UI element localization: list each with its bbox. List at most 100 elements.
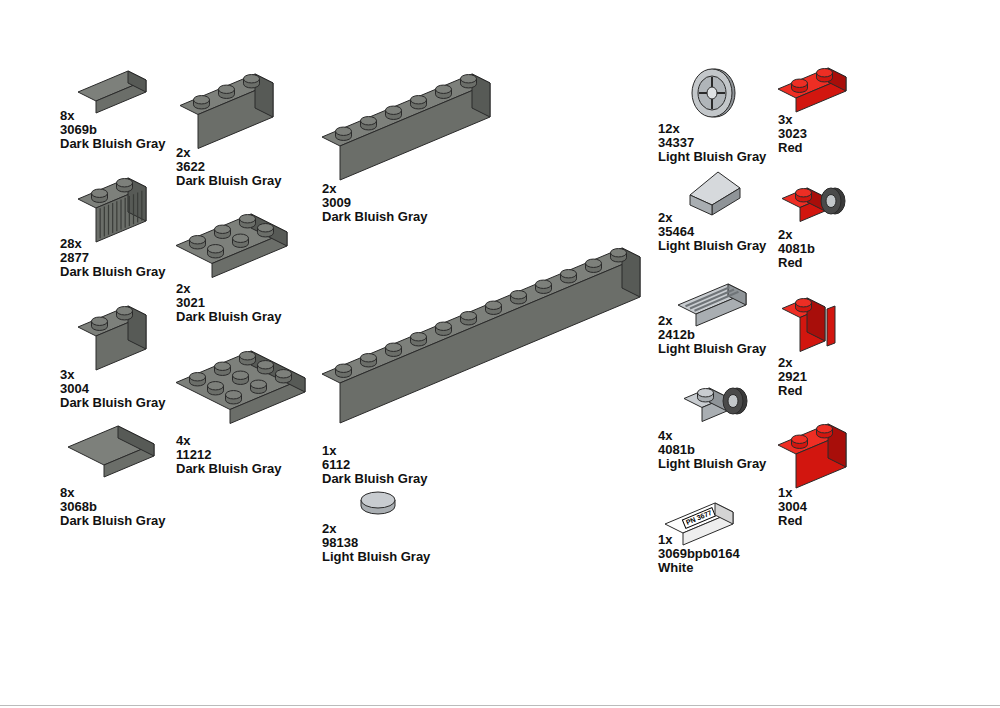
stud-top bbox=[386, 106, 402, 114]
part-number: 11212 bbox=[176, 448, 211, 462]
stud-top bbox=[796, 299, 812, 307]
tire bbox=[821, 188, 841, 214]
wheel-spoke bbox=[699, 92, 707, 94]
stud-top bbox=[461, 75, 477, 83]
stud-top bbox=[586, 259, 602, 267]
color-name: Dark Bluish Gray bbox=[60, 137, 166, 151]
slope-end bbox=[712, 188, 740, 215]
stud-top bbox=[190, 373, 206, 381]
slope-brick bbox=[690, 172, 740, 215]
stud-top bbox=[436, 322, 452, 330]
color-name: Dark Bluish Gray bbox=[60, 396, 166, 410]
stud-top bbox=[536, 280, 552, 288]
round-tile bbox=[361, 492, 395, 514]
part-number: 35464 bbox=[658, 225, 694, 239]
stud-top bbox=[486, 301, 502, 309]
stud-top bbox=[796, 189, 812, 197]
color-name: Dark Bluish Gray bbox=[322, 210, 428, 224]
handle-bar bbox=[827, 306, 835, 346]
side-face bbox=[128, 71, 146, 92]
brick-1x2 bbox=[78, 306, 146, 370]
stud-top bbox=[817, 69, 833, 77]
top-face bbox=[176, 351, 305, 410]
grille-slot bbox=[695, 292, 739, 311]
stud-top bbox=[251, 380, 267, 388]
stud-top bbox=[240, 215, 256, 223]
color-name: Dark Bluish Gray bbox=[322, 472, 428, 486]
grille-groove bbox=[125, 198, 126, 228]
stud-top bbox=[361, 117, 377, 125]
stud-top bbox=[194, 96, 210, 104]
stud-top bbox=[208, 245, 224, 253]
quantity-label: 1x bbox=[658, 533, 672, 547]
wheel-hub bbox=[692, 69, 735, 117]
stud-top bbox=[511, 291, 527, 299]
stud-top bbox=[336, 127, 352, 135]
color-name: Light Bluish Gray bbox=[658, 239, 766, 253]
tire bbox=[723, 388, 743, 414]
color-name: White bbox=[658, 561, 693, 575]
quantity-label: 4x bbox=[658, 429, 672, 443]
brick-1x6 bbox=[322, 74, 490, 180]
color-name: Dark Bluish Gray bbox=[176, 310, 282, 324]
grille-groove bbox=[112, 203, 113, 233]
grille-groove bbox=[137, 193, 138, 223]
stud-top bbox=[240, 352, 256, 360]
printed-tile bbox=[665, 503, 733, 545]
stud-top bbox=[436, 85, 452, 93]
stud-top bbox=[117, 307, 133, 315]
stud-top bbox=[258, 361, 274, 369]
stud-top bbox=[117, 179, 133, 187]
quantity-label: 3x bbox=[778, 113, 792, 127]
stud-top bbox=[792, 435, 808, 443]
tile-1x2 bbox=[78, 71, 146, 113]
part-number: 3069bpb0164 bbox=[658, 547, 740, 561]
tile-2x2 bbox=[68, 426, 154, 477]
grille-groove bbox=[100, 208, 101, 238]
quantity-label: 8x bbox=[60, 486, 74, 500]
part-number: 98138 bbox=[322, 536, 358, 550]
stud-top bbox=[226, 391, 242, 399]
color-name: Dark Bluish Gray bbox=[60, 265, 166, 279]
plate-1x2 bbox=[778, 68, 846, 112]
plate-with-clip bbox=[684, 388, 747, 422]
brick-1x3 bbox=[180, 74, 273, 149]
wheel-face bbox=[692, 69, 732, 117]
stud-top bbox=[190, 236, 206, 244]
grille-slot bbox=[690, 290, 734, 309]
color-name: Light Bluish Gray bbox=[658, 150, 766, 164]
stud-top bbox=[219, 85, 235, 93]
slope-front bbox=[690, 195, 712, 215]
grille-groove bbox=[108, 205, 109, 235]
color-name: Dark Bluish Gray bbox=[176, 174, 282, 188]
part-number: 2877 bbox=[60, 251, 89, 265]
part-number: 3023 bbox=[778, 127, 807, 141]
part-number: 3004 bbox=[778, 500, 807, 514]
quantity-label: 2x bbox=[322, 522, 336, 536]
quantity-label: 3x bbox=[60, 368, 74, 382]
stud-top bbox=[215, 225, 231, 233]
brick-1x12 bbox=[322, 248, 640, 423]
stud-top bbox=[233, 371, 249, 379]
grille-slot bbox=[686, 287, 730, 306]
color-name: Light Bluish Gray bbox=[658, 342, 766, 356]
grille-groove bbox=[141, 191, 142, 221]
part-number: 4081b bbox=[658, 443, 695, 457]
quantity-label: 1x bbox=[778, 486, 792, 500]
quantity-label: 28x bbox=[60, 237, 82, 251]
part-number: 2921 bbox=[778, 370, 807, 384]
quantity-label: 2x bbox=[322, 182, 336, 196]
side-face bbox=[251, 214, 287, 246]
stud-top bbox=[92, 189, 108, 197]
quantity-label: 2x bbox=[658, 211, 672, 225]
quantity-label: 12x bbox=[658, 122, 680, 136]
stud-top bbox=[233, 234, 249, 242]
wheel-center bbox=[728, 395, 738, 408]
grille-groove bbox=[120, 200, 121, 230]
stud-top bbox=[208, 382, 224, 390]
plate-2x3 bbox=[176, 214, 287, 278]
part-number: 3021 bbox=[176, 296, 205, 310]
wheel-rim bbox=[698, 76, 726, 110]
grille-groove bbox=[129, 196, 130, 226]
